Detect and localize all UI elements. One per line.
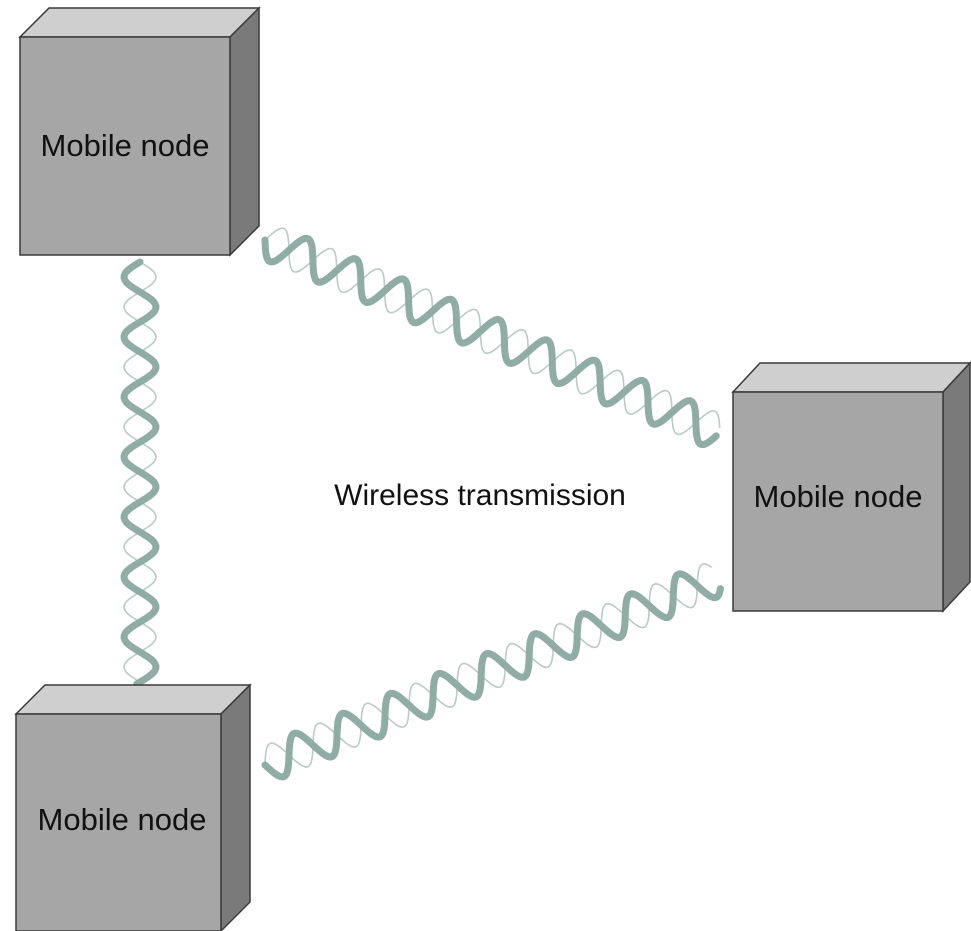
wave-strand-strong <box>120 258 160 688</box>
wireless-link-top-diagonal <box>261 227 721 449</box>
wave-strand-strong <box>261 234 720 449</box>
node-label: Mobile node <box>41 128 210 163</box>
wave-strand-strong <box>261 570 724 781</box>
mobile-node-right: Mobile node <box>731 361 971 613</box>
mobile-node-bottom-left: Mobile node <box>14 683 252 931</box>
mobile-node-top-left: Mobile node <box>18 6 261 257</box>
wireless-link-left-vertical <box>120 258 160 688</box>
wave-strand-faint <box>264 227 721 436</box>
node-label: Mobile node <box>38 802 207 837</box>
wave-strand-faint <box>264 563 713 768</box>
wireless-link-bottom-diagonal <box>261 563 724 781</box>
wireless-transmission-label: Wireless transmission <box>334 479 626 512</box>
node-label: Mobile node <box>754 479 923 514</box>
